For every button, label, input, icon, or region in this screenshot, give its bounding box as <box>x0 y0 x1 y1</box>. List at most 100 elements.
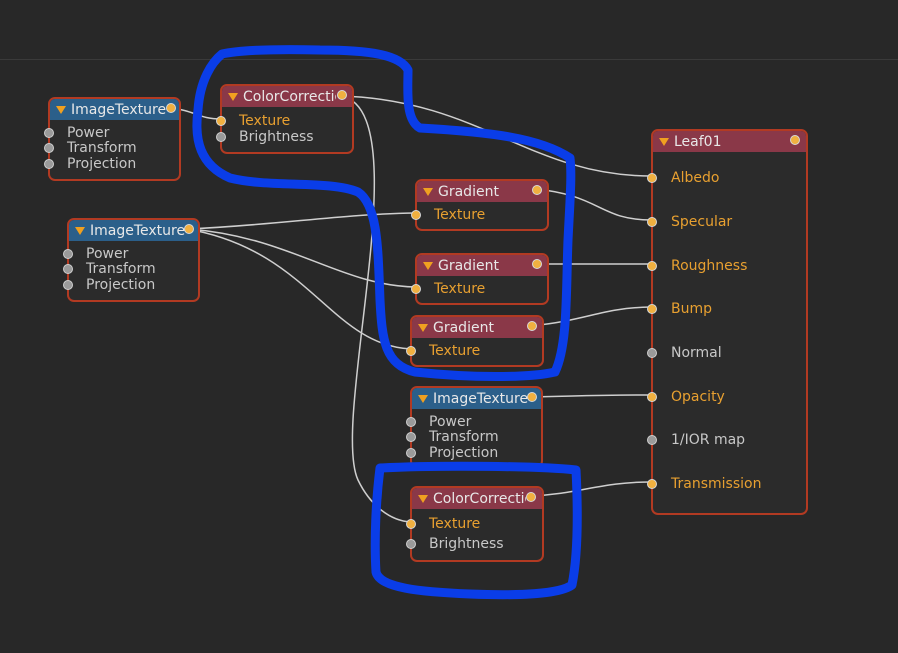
input-port-ior-map[interactable] <box>647 435 657 445</box>
node-header[interactable]: Gradient <box>417 181 547 202</box>
wire-imagetex2-gradient1 <box>186 212 417 230</box>
collapse-triangle-icon[interactable] <box>56 105 66 114</box>
collapse-triangle-icon[interactable] <box>659 137 669 146</box>
gradient-node-3[interactable]: Gradient Texture <box>406 315 544 367</box>
input-port-texture[interactable] <box>406 346 416 356</box>
output-port[interactable] <box>790 135 800 145</box>
input-label-bump: Bump <box>671 301 713 317</box>
color-correction-node-2[interactable]: ColorCorrection Texture Brightness <box>406 486 544 562</box>
node-header[interactable]: ColorCorrection <box>412 488 542 509</box>
output-port[interactable] <box>532 259 542 269</box>
input-port-transform[interactable] <box>406 432 416 442</box>
gradient-node-2[interactable]: Gradient Texture <box>411 253 549 305</box>
wire-colorcorr2-transmission <box>529 481 652 497</box>
collapse-triangle-icon[interactable] <box>418 494 428 503</box>
input-port-transmission[interactable] <box>647 479 657 489</box>
input-label-texture: Texture <box>429 516 481 532</box>
input-label-power: Power <box>67 125 110 141</box>
input-label-power: Power <box>429 414 472 430</box>
input-label-albedo: Albedo <box>671 170 720 186</box>
collapse-triangle-icon[interactable] <box>418 394 428 403</box>
input-port-power[interactable] <box>44 128 54 138</box>
collapse-triangle-icon[interactable] <box>423 261 433 270</box>
input-label-projection: Projection <box>429 445 499 461</box>
collapse-triangle-icon[interactable] <box>228 92 238 101</box>
input-label-opacity: Opacity <box>671 389 725 405</box>
input-port-brightness[interactable] <box>406 539 416 549</box>
input-port-bump[interactable] <box>647 304 657 314</box>
node-title: ImageTexture <box>71 101 167 118</box>
input-label-transmission: Transmission <box>671 476 762 492</box>
input-port-power[interactable] <box>63 249 73 259</box>
input-label-texture: Texture <box>434 207 486 223</box>
output-port[interactable] <box>184 224 194 234</box>
node-header[interactable]: Leaf01 <box>653 131 806 152</box>
input-label-roughness: Roughness <box>671 258 748 274</box>
output-port[interactable] <box>527 321 537 331</box>
node-title: Gradient <box>438 183 499 200</box>
node-title: ImageTexture <box>433 390 529 407</box>
input-port-power[interactable] <box>406 417 416 427</box>
input-label-projection: Projection <box>86 277 156 293</box>
output-port[interactable] <box>527 392 537 402</box>
input-port-texture[interactable] <box>216 116 226 126</box>
input-port-projection[interactable] <box>44 159 54 169</box>
node-header[interactable]: ImageTexture <box>69 220 198 241</box>
input-label-texture: Texture <box>434 281 486 297</box>
output-port[interactable] <box>166 103 176 113</box>
wire-gradient1-specular <box>534 188 652 221</box>
input-label-transform: Transform <box>67 140 137 156</box>
input-label-transform: Transform <box>86 261 156 277</box>
wire-imagetex3-opacity <box>528 394 652 398</box>
input-port-texture[interactable] <box>406 519 416 529</box>
input-label-ior-map: 1/IOR map <box>671 432 746 448</box>
node-header[interactable]: ImageTexture <box>412 388 541 409</box>
collapse-triangle-icon[interactable] <box>418 323 428 332</box>
node-title: Gradient <box>433 319 494 336</box>
collapse-triangle-icon[interactable] <box>423 187 433 196</box>
output-port[interactable] <box>532 185 542 195</box>
image-texture-node-3[interactable]: ImageTexture Power Transform Projection <box>406 386 543 468</box>
input-port-normal[interactable] <box>647 348 657 358</box>
gradient-node-1[interactable]: Gradient Texture <box>411 179 549 231</box>
input-label-power: Power <box>86 246 129 262</box>
wire-gradient3-bump <box>529 306 652 327</box>
input-label-projection: Projection <box>67 156 137 172</box>
wire-colorcorr1-albedo <box>340 95 652 177</box>
input-port-projection[interactable] <box>406 448 416 458</box>
node-title: ColorCorrection <box>433 490 526 507</box>
input-label-texture: Texture <box>429 343 481 359</box>
input-port-projection[interactable] <box>63 280 73 290</box>
input-port-roughness[interactable] <box>647 261 657 271</box>
input-label-specular: Specular <box>671 214 733 230</box>
node-title: ImageTexture <box>90 222 186 239</box>
image-texture-node-2[interactable]: ImageTexture Power Transform Projection <box>63 218 200 302</box>
node-header[interactable]: Gradient <box>412 317 542 338</box>
wire-imagetex2-gradient2 <box>186 228 417 288</box>
input-port-albedo[interactable] <box>647 173 657 183</box>
input-label-brightness: Brightness <box>239 129 314 145</box>
input-port-transform[interactable] <box>63 264 73 274</box>
output-port[interactable] <box>337 90 347 100</box>
input-port-texture[interactable] <box>411 210 421 220</box>
node-title: ColorCorrection <box>243 88 336 105</box>
input-port-brightness[interactable] <box>216 132 226 142</box>
input-label-brightness: Brightness <box>429 536 504 552</box>
input-port-texture[interactable] <box>411 284 421 294</box>
color-correction-node-1[interactable]: ColorCorrection Texture Brightness <box>216 84 354 154</box>
node-header[interactable]: ColorCorrection <box>222 86 352 107</box>
node-header[interactable]: ImageTexture <box>50 99 179 120</box>
input-label-normal: Normal <box>671 345 722 361</box>
collapse-triangle-icon[interactable] <box>75 226 85 235</box>
wire-colorcorr1-colorcorr2 <box>340 95 412 523</box>
input-label-texture: Texture <box>239 113 291 129</box>
input-port-transform[interactable] <box>44 143 54 153</box>
input-port-opacity[interactable] <box>647 392 657 402</box>
image-texture-node-1[interactable]: ImageTexture Power Transform Projection <box>44 97 181 181</box>
input-port-specular[interactable] <box>647 217 657 227</box>
wire-imagetex2-gradient3 <box>186 228 412 350</box>
top-toolbar <box>0 0 898 60</box>
node-header[interactable]: Gradient <box>417 255 547 276</box>
output-port[interactable] <box>526 492 536 502</box>
material-node-leaf01[interactable]: Leaf01 Albedo Specular Roughness Bump No… <box>647 129 808 515</box>
